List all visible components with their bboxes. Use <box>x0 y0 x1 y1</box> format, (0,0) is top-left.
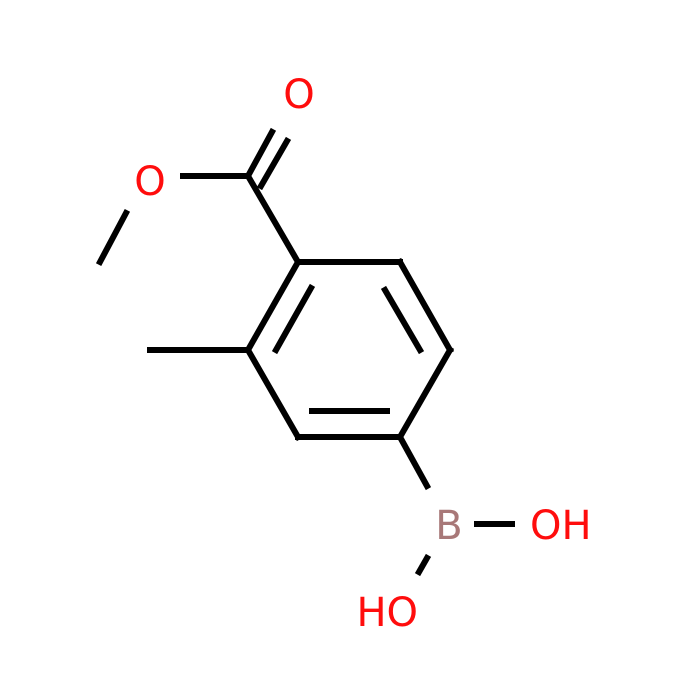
bond-ring-c5-c6 <box>243 345 303 442</box>
bonds <box>95 127 515 577</box>
atom-labels: O O B OH HO <box>134 72 591 636</box>
bond-carbonyl-1 <box>243 127 277 181</box>
bond-b-oh-left <box>414 553 432 577</box>
atom-hydroxyl-right: OH <box>530 503 592 549</box>
bond-ring-to-carbonyl-c <box>243 171 303 267</box>
bond-ring-c6-c1 <box>243 257 303 355</box>
bond-ring-c3-c4 <box>395 345 455 442</box>
bond-ring-c2-c3 <box>395 257 455 355</box>
bond-ring-inner-left <box>271 283 316 355</box>
bond-ring-inner-top <box>380 285 425 355</box>
atom-hydroxyl-left: HO <box>356 590 418 636</box>
atom-carbonyl-oxygen: O <box>283 72 314 118</box>
bond-o-methyl <box>95 208 131 267</box>
atom-boron: B <box>435 503 462 549</box>
bond-c-b <box>395 432 432 491</box>
bond-carbonyl-2 <box>256 136 292 191</box>
atom-ester-oxygen: O <box>134 159 165 205</box>
